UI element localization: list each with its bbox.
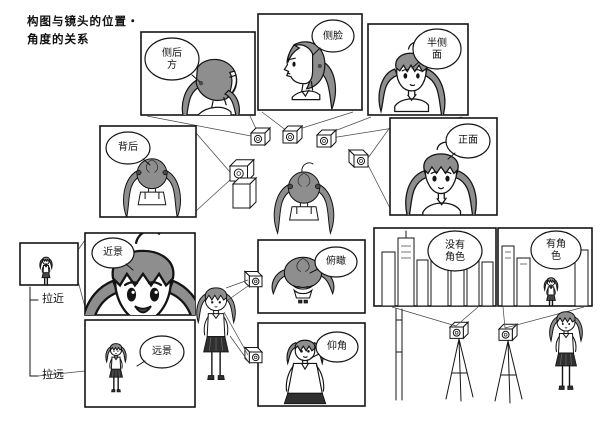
bubble-low-angle: [310, 331, 359, 363]
bubble-no-character: [427, 230, 483, 272]
photographed-character: [548, 311, 584, 391]
camera-icon: [244, 271, 263, 288]
bubble-far-shot: [136, 335, 185, 369]
tripod-icon: [495, 324, 522, 403]
label-behind: 背后: [118, 142, 138, 153]
shot-cameras: [223, 271, 263, 364]
bubble-half-profile: [411, 28, 462, 70]
bubble-with-character: [530, 230, 582, 270]
figure-side-rear-view: [181, 58, 240, 115]
label-far-shot: 远景: [152, 346, 172, 357]
label-zoom-in: 拉近: [42, 293, 64, 305]
panel-overview-thumbnail: [19, 242, 79, 286]
label-half-profile: 半侧面: [427, 38, 447, 61]
zoom-bracket: [29, 239, 86, 377]
label-front: 正面: [458, 135, 478, 146]
bubble-behind: [105, 131, 151, 166]
bubble-front: [445, 123, 491, 160]
label-high-angle: 俯瞰: [326, 256, 346, 267]
speech-bubbles: [91, 19, 582, 369]
panel-far-shot: [84, 319, 196, 408]
tripod-icon: [446, 322, 473, 401]
figure-low-angle: [283, 339, 327, 405]
bubble-side-rear: [144, 37, 201, 83]
label-close-shot: 近景: [103, 247, 123, 258]
page-title: 构图与镜头的位置・ 角度的关系: [27, 16, 140, 46]
figure-front-view: [405, 141, 477, 215]
camera-icon: [282, 125, 303, 144]
label-with-character: 有角色: [546, 239, 566, 262]
bubble-profile: [311, 19, 355, 56]
camera-box-icon: [231, 176, 258, 210]
label-no-character: 没有角色: [445, 240, 465, 263]
label-low-angle: 仰角: [327, 341, 347, 352]
subject-character: [195, 287, 237, 381]
location-scene: [391, 306, 585, 403]
label-side-rear: 侧后方: [162, 48, 182, 71]
bubble-high-angle: [309, 246, 358, 278]
bubble-close-shot: [91, 237, 135, 271]
figure-half-profile-view: [378, 41, 446, 115]
camera-icon: [250, 127, 271, 146]
camera-icon: [348, 149, 369, 168]
center-head-back-view: [273, 162, 335, 234]
cityscape-with-character: [501, 245, 589, 306]
label-zoom-out: 拉远: [42, 369, 64, 381]
camera-icon: [316, 129, 337, 148]
cameras-around-head: [229, 125, 369, 210]
label-profile: 侧脸: [323, 31, 343, 42]
